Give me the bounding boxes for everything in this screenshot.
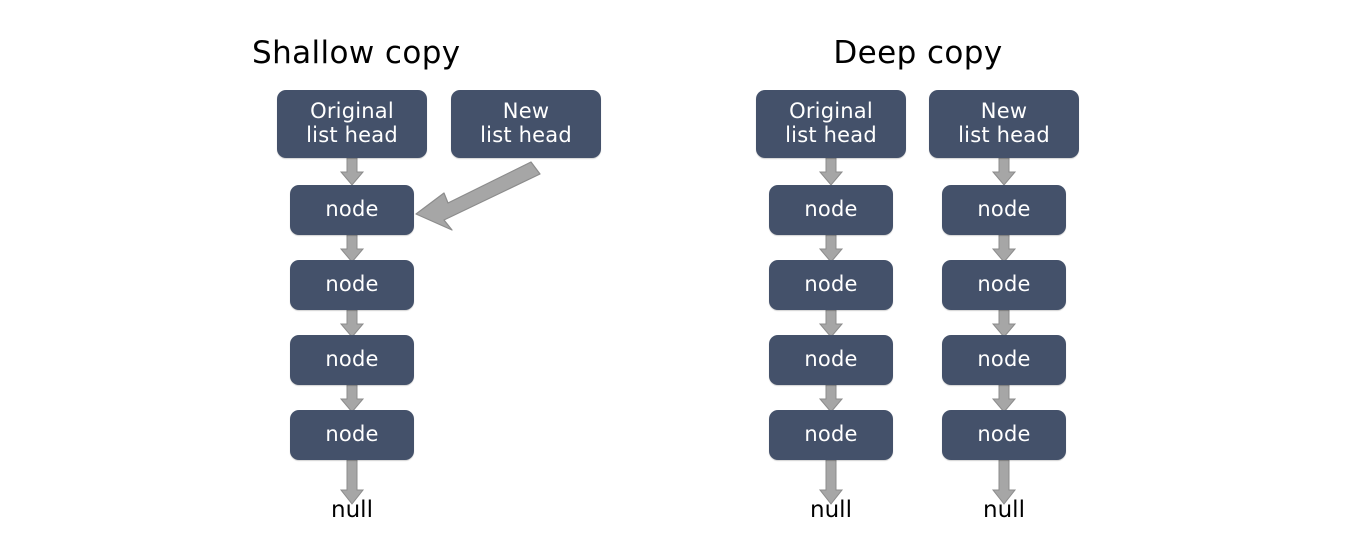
shallow-original-null-label: null	[331, 497, 373, 523]
arrow-shallow-node1-to-node2	[340, 234, 364, 263]
deep-original-null-label: null	[810, 497, 852, 523]
arrow-deep-new-head-to-node1	[992, 157, 1016, 186]
arrow-shallow-node2-to-node3	[340, 309, 364, 338]
arrow-deep-orig-node3-to-node4	[819, 384, 843, 413]
deep-new-node-4[interactable]: node	[942, 410, 1066, 460]
shallow-original-node-4[interactable]: node	[290, 410, 414, 460]
shallow-original-node-3[interactable]: node	[290, 335, 414, 385]
deep-original-node-4[interactable]: node	[769, 410, 893, 460]
shallow-original-list-head-box[interactable]: Original list head	[277, 90, 427, 158]
shallow-new-list-head-box[interactable]: New list head	[451, 90, 601, 158]
deep-new-node-3[interactable]: node	[942, 335, 1066, 385]
arrow-deep-new-node3-to-node4	[992, 384, 1016, 413]
arrow-deep-orig-head-to-node1	[819, 157, 843, 186]
arrow-shallow-newhead-to-node1	[415, 161, 541, 231]
arrow-deep-orig-node2-to-node3	[819, 309, 843, 338]
shallow-original-node-2[interactable]: node	[290, 260, 414, 310]
arrow-deep-orig-node1-to-node2	[819, 234, 843, 263]
deep-new-list-head-box[interactable]: New list head	[929, 90, 1079, 158]
deep-original-list-head-box[interactable]: Original list head	[756, 90, 906, 158]
deep-new-node-1[interactable]: node	[942, 185, 1066, 235]
arrow-shallow-node3-to-node4	[340, 384, 364, 413]
arrow-deep-new-node1-to-node2	[992, 234, 1016, 263]
deep-new-null-label: null	[983, 497, 1025, 523]
deep-original-node-2[interactable]: node	[769, 260, 893, 310]
arrow-shallow-head-to-node1	[340, 157, 364, 186]
arrow-deep-new-node2-to-node3	[992, 309, 1016, 338]
deep-original-node-1[interactable]: node	[769, 185, 893, 235]
panel-title-shallow-copy: Shallow copy	[252, 35, 461, 71]
shallow-original-node-1[interactable]: node	[290, 185, 414, 235]
panel-title-deep-copy: Deep copy	[833, 35, 1003, 71]
deep-new-node-2[interactable]: node	[942, 260, 1066, 310]
deep-original-node-3[interactable]: node	[769, 335, 893, 385]
